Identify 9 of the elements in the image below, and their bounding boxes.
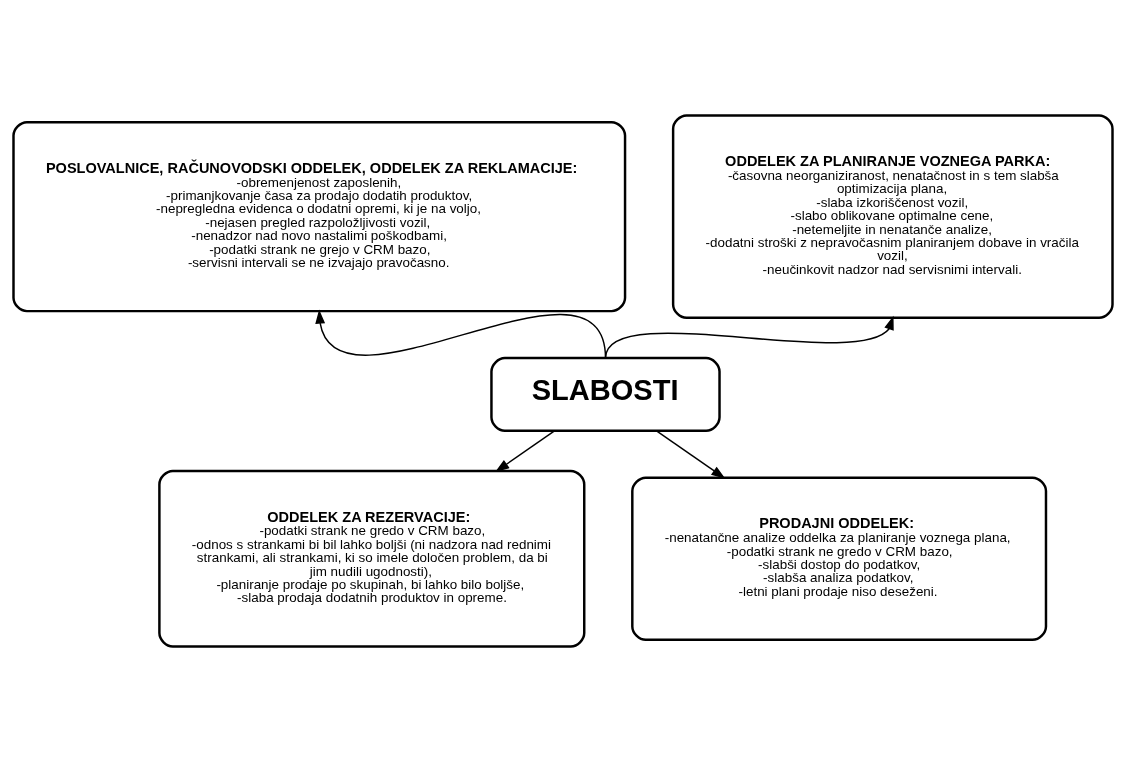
- node-box: ODDELEK ZA PLANIRANJE VOZNEGA PARKA: -časovna neorganiziranost, nenatačnost in s tem slabša optimizacija plana, -slaba izkoriščenost vozil, -slabo oblikovane optimalne cene, -netemeljite in nenatanče analize, -dodatni stroški z nepravočasnim planiranjem dobave in vračila vozil, -neučinkovit nadzor nad servisnimi intervali.: [671, 114, 1114, 320]
- node-box: PRODAJNI ODDELEK: -nenatančne analize oddelka za planiranje voznega plana, -podatki strank ne gredo v CRM bazo, -slabši dostop do podatkov, -slabša analiza podatkov, -letni plani prodaje niso deseženi.: [631, 476, 1048, 642]
- node-box: ODDELEK ZA REZERVACIJE: -podatki strank ne gredo v CRM bazo, -odnos s strankami bi bil lahko boljši (ni nadzora nad rednimi strankami, ali strankami, ki so imele določen problem, da bi jim nudili ugodnosti), -planiranje prodaje po skupinah, bi lahko bilo boljše, -slaba prodaja dodatnih produktov in opreme.: [158, 469, 586, 648]
- arrow: [315, 309, 607, 359]
- arrow: [655, 430, 726, 479]
- arrow: [495, 430, 556, 473]
- node-box: POSLOVALNICE, RAČUNOVODSKI ODDELEK, ODDELEK ZA REKLAMACIJE: -obremenjenost zaposlenih, -primanjkovanje časa za prodajo dodatih produktov, -nepregledna evidenca o dodatni opremi, ki je na voljo, -nejasen pregled razpoložljivosti vozil, -nenadzor nad novo nastalimi poškodbami, -podatki strank ne grejo v CRM bazo, -servisni intervali se ne izvajajo pravočasno.: [12, 120, 627, 313]
- arrow: [604, 315, 894, 359]
- node-box: SLABOSTI: [490, 356, 721, 432]
